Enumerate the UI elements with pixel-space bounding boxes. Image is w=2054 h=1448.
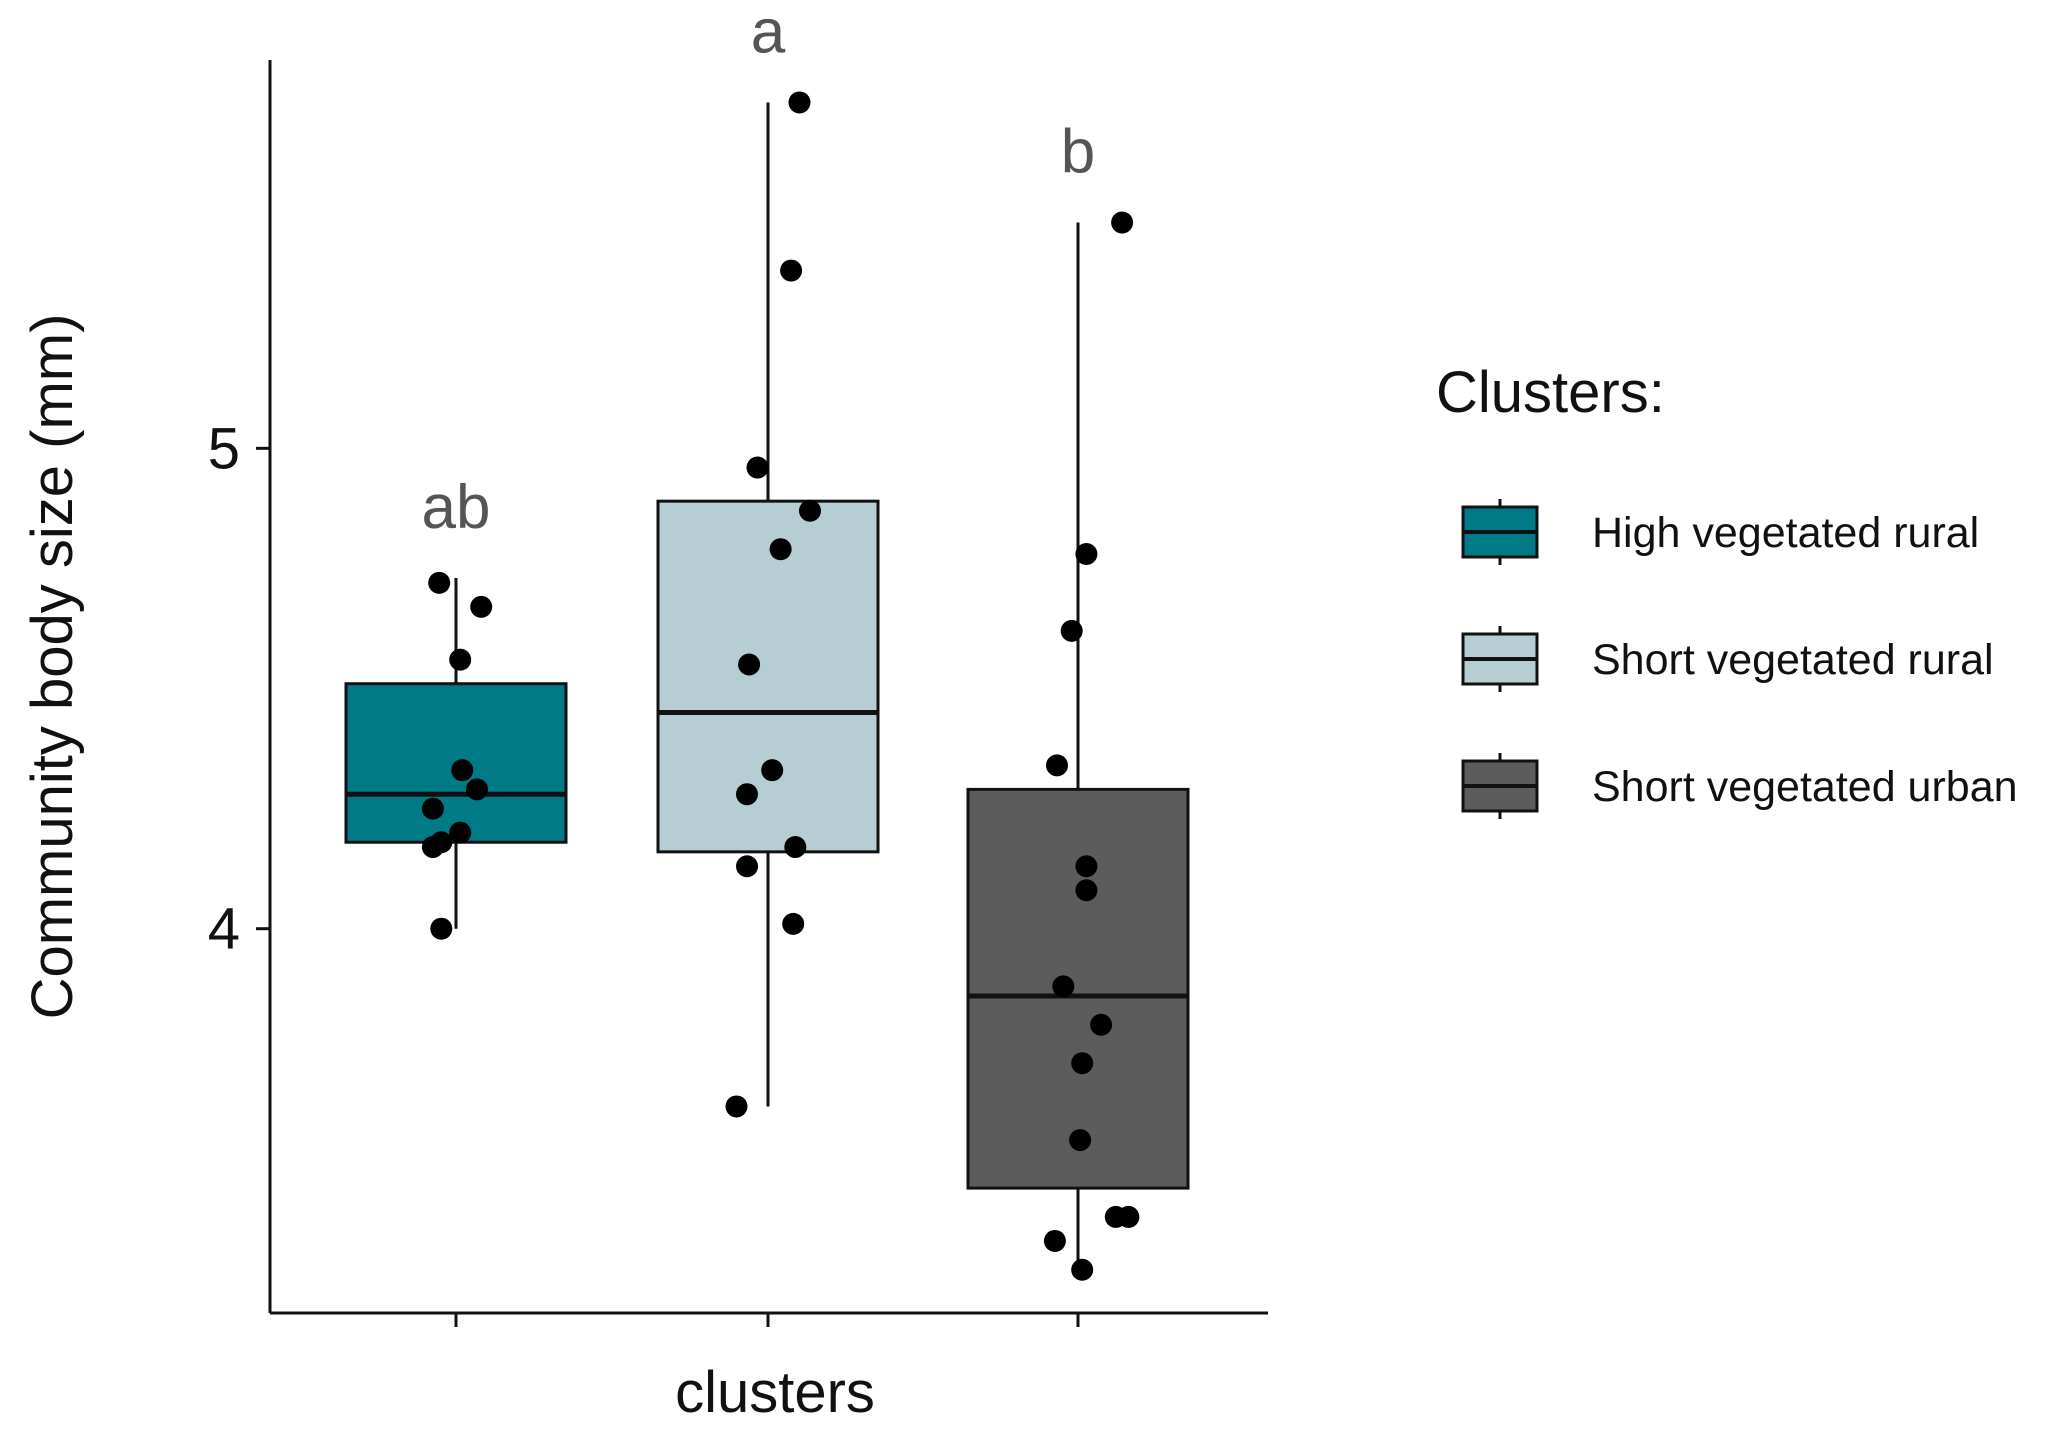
legend-item: Short vegetated urban (1461, 753, 2018, 819)
legend-item: Short vegetated rural (1461, 626, 1994, 692)
legend-item: High vegetated rural (1461, 499, 1979, 565)
data-point (784, 836, 807, 859)
data-point (1075, 855, 1098, 878)
box-group: b (966, 118, 1190, 1281)
data-point (799, 499, 821, 522)
data-point (1071, 1258, 1094, 1281)
data-point (1075, 879, 1098, 902)
data-point (1069, 1129, 1092, 1152)
data-point (1071, 1052, 1094, 1075)
data-point (428, 571, 451, 594)
data-point (788, 91, 811, 114)
data-point (430, 917, 453, 940)
data-point (738, 653, 761, 676)
legend-label: Short vegetated urban (1592, 763, 2018, 811)
data-point (451, 759, 474, 782)
data-point (782, 912, 805, 935)
significance-letter: a (751, 0, 786, 66)
x-axis-title: clusters (675, 1360, 875, 1425)
box (966, 787, 1190, 1190)
legend-label: High vegetated rural (1592, 509, 1979, 557)
data-point (1075, 543, 1098, 566)
y-tick-label: 5 (208, 416, 240, 481)
data-point (780, 259, 803, 282)
box-group: ab (344, 473, 568, 940)
data-point (449, 648, 472, 671)
data-point (746, 456, 769, 479)
legend-title: Clusters: (1436, 360, 1665, 425)
data-point (736, 855, 758, 878)
data-point (1117, 1205, 1140, 1228)
data-point (421, 836, 444, 859)
data-point (761, 759, 784, 782)
box-group: a (656, 0, 880, 1118)
data-point (725, 1095, 748, 1118)
significance-letter: ab (422, 473, 491, 542)
y-tick-label: 4 (208, 897, 240, 962)
data-point (1052, 975, 1075, 998)
data-point (736, 783, 758, 806)
data-point (470, 595, 493, 618)
legend-label: Short vegetated rural (1592, 636, 1994, 684)
box (656, 499, 880, 854)
significance-letter: b (1061, 118, 1095, 187)
data-point (1090, 1013, 1113, 1036)
data-point (421, 797, 444, 820)
y-axis-title: Community body size (mm) (20, 314, 85, 1020)
data-point (449, 821, 472, 844)
data-point (769, 538, 792, 561)
data-point (1111, 211, 1134, 234)
data-point (1060, 619, 1083, 642)
data-point (466, 778, 488, 801)
data-point (1043, 1229, 1066, 1252)
data-point (1046, 754, 1068, 777)
